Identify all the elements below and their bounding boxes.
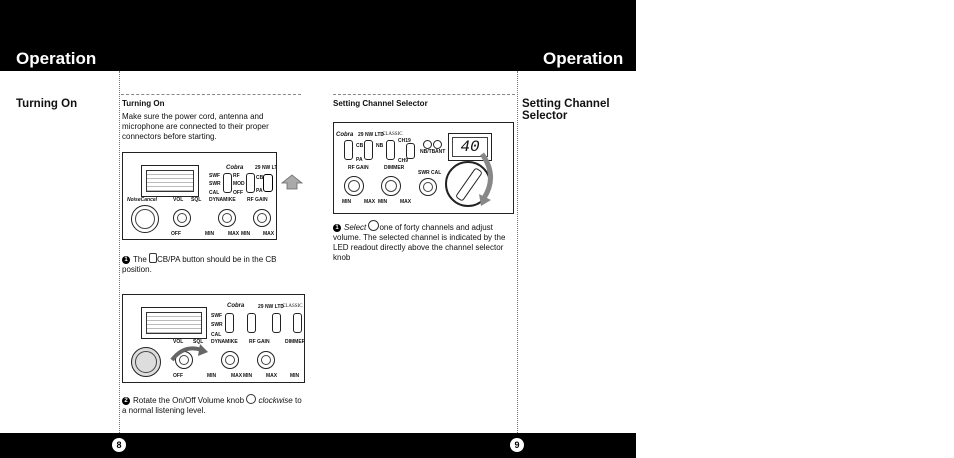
radio-illustration-volume: Cobra 29 NW LTD CLASSIC SWF SWR CAL VOL … (122, 294, 305, 383)
dynamike-knob-2[interactable] (221, 351, 239, 369)
column-divider-left (119, 71, 120, 433)
swr-switch[interactable] (223, 173, 232, 193)
dynamike-knob[interactable] (218, 209, 236, 227)
ant-button[interactable] (433, 140, 442, 149)
channel-readout: 40 (452, 137, 488, 157)
led-channel-display: 40 (448, 133, 492, 161)
rotation-arrow-icon (479, 152, 493, 206)
page-number-right: 9 (510, 438, 524, 452)
page-title-right: Operation (543, 49, 624, 68)
nb-switch-3[interactable] (386, 140, 395, 160)
squelch-knob-2[interactable] (175, 351, 193, 369)
clockwise-arrow-icon (170, 344, 208, 362)
subheading-turning-on: Turning On (122, 99, 165, 108)
channel-knob-icon (368, 220, 380, 231)
dimmer-knob[interactable] (381, 176, 401, 196)
header-bar (0, 0, 636, 71)
page-title-left: Operation (16, 49, 97, 68)
rule-left (121, 94, 301, 95)
cb-pa-button[interactable] (263, 174, 273, 192)
rfgain-knob-2[interactable] (257, 351, 275, 369)
squelch-knob[interactable] (173, 209, 191, 227)
button-icon (149, 253, 158, 263)
page-number-left: 8 (112, 438, 126, 452)
side-heading-left: Turning On (16, 98, 78, 110)
swr-cal-knob[interactable] (419, 178, 437, 196)
brand-logo: Cobra (226, 165, 244, 171)
subheading-setting-channel: Setting Channel Selector (333, 99, 428, 108)
rf-mod-switch[interactable] (246, 173, 255, 193)
rfgain-knob[interactable] (253, 209, 271, 227)
volume-knob[interactable] (131, 205, 159, 233)
volume-knob-2[interactable] (131, 347, 161, 377)
rule-right (333, 94, 515, 95)
nb-tb-button[interactable] (423, 140, 432, 149)
model-label: 29 NW LTD (255, 165, 276, 171)
column-divider-right (517, 71, 518, 433)
radio-illustration-cb-pa: NoiseCancel Cobra 29 NW LTD SWF SWR CAL … (122, 152, 277, 240)
arrow-up-icon (281, 174, 303, 190)
signal-meter (141, 165, 199, 197)
intro-text: Make sure the power cord, antenna and mi… (122, 112, 269, 141)
cb-pa-button-3[interactable] (364, 140, 373, 160)
swr-switch-2[interactable] (225, 313, 234, 333)
rf-switch-3[interactable] (344, 140, 353, 160)
signal-meter-2 (141, 307, 207, 339)
footer-bar (0, 433, 636, 458)
ch19-switch[interactable] (406, 143, 415, 159)
side-heading-right: Setting Channel Selector (522, 98, 610, 122)
rf-mod-switch-2[interactable] (247, 313, 256, 333)
nb-switch-2[interactable] (293, 313, 302, 333)
rfgain-knob-3[interactable] (344, 176, 364, 196)
knob-icon (246, 394, 257, 404)
cb-pa-button-2[interactable] (272, 313, 281, 333)
